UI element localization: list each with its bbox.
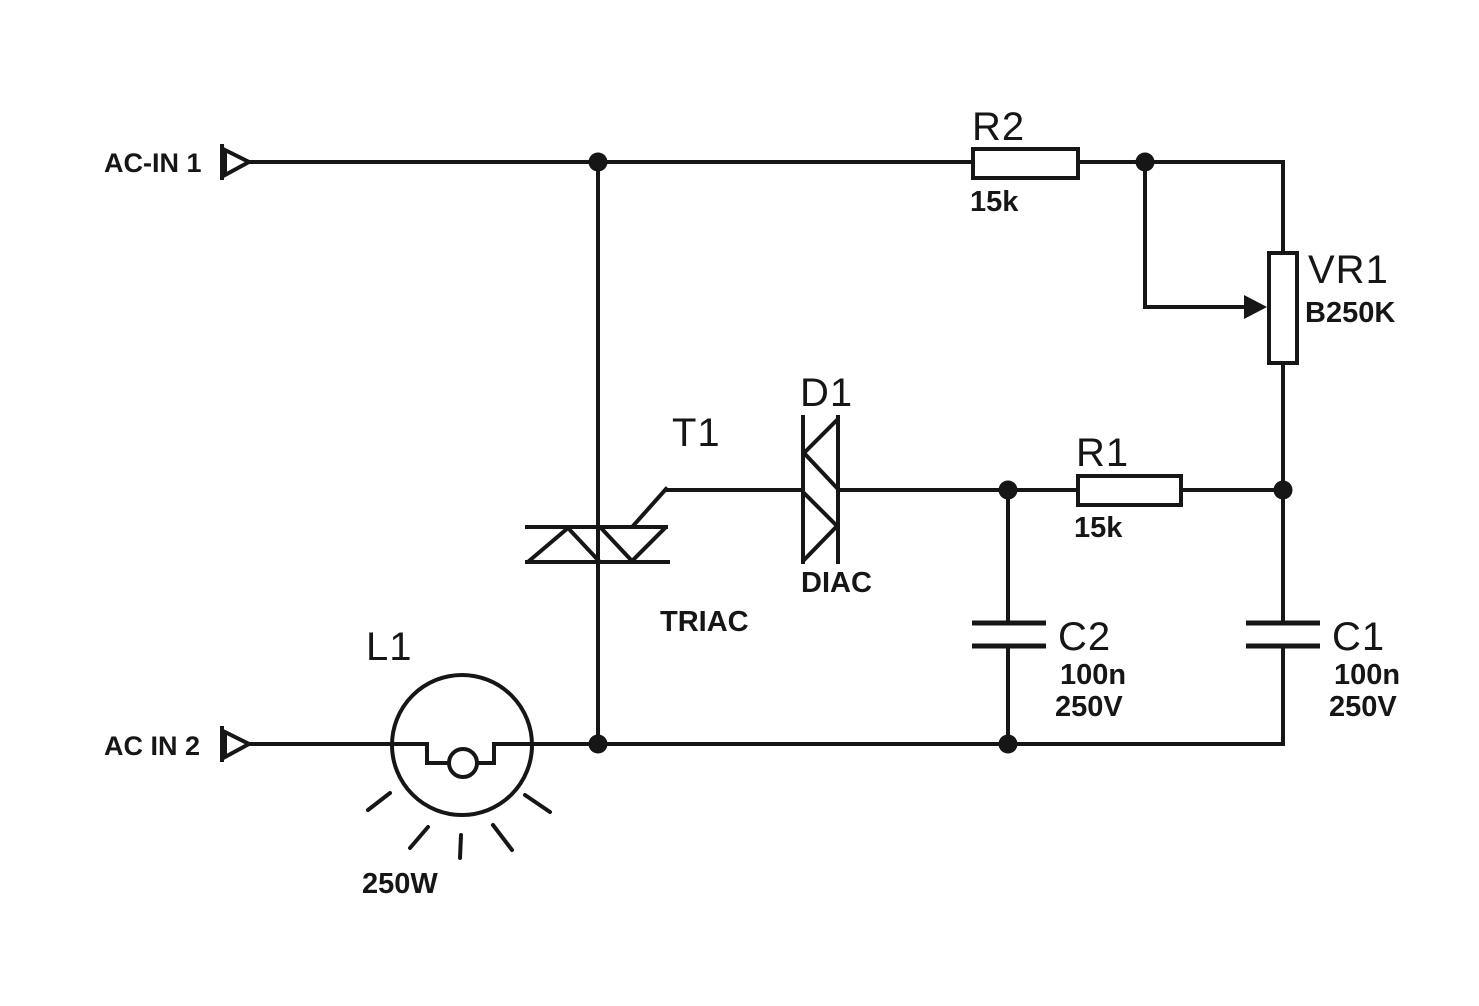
potentiometer-vr1-ref: VR1: [1308, 248, 1389, 292]
resistor-r2-ref: R2: [972, 105, 1025, 149]
ac-in-2-terminal-icon: [220, 726, 254, 762]
junction-bottom-left: [588, 734, 608, 754]
lamp-light-rays-icon: [366, 791, 552, 860]
capacitor-c2-ref: C2: [1058, 615, 1111, 659]
triac-right-triangle: [598, 525, 668, 564]
lamp-bulb-outline: [390, 673, 534, 817]
ac-in-2-label: AC IN 2: [104, 731, 200, 761]
resistor-r2: R2 15k: [970, 105, 1080, 218]
capacitor-c2: C2 100n 250V: [972, 615, 1126, 723]
junction-r1-vr1: [1273, 480, 1293, 500]
potentiometer-wiper-arrow-icon: [1244, 295, 1267, 319]
triac-t1-type: TRIAC: [660, 606, 749, 638]
lamp-l1-value: 250W: [362, 868, 438, 900]
resistor-r2-value: 15k: [970, 186, 1019, 218]
capacitor-c1-value: 100n: [1334, 659, 1400, 691]
triac-left-triangle: [526, 525, 602, 564]
capacitor-c2-value: 100n: [1060, 659, 1126, 691]
capacitor-c1-voltage: 250V: [1329, 691, 1397, 723]
resistor-r1-value: 15k: [1074, 512, 1123, 544]
junction-gate-c2: [998, 480, 1018, 500]
junction-top-right: [1135, 152, 1155, 172]
wire-net: [247, 160, 1285, 765]
ac-in-1-label: AC-IN 1: [104, 148, 202, 178]
triac-t1-ref: T1: [672, 411, 721, 455]
resistor-r2-body: [971, 147, 1080, 180]
junction-bottom-c2: [998, 734, 1018, 754]
potentiometer-vr1-body: [1267, 251, 1299, 365]
capacitor-c1: C1 100n 250V: [1246, 615, 1400, 723]
lamp-l1-ref: L1: [366, 625, 413, 669]
potentiometer-vr1: VR1 B250K: [1244, 248, 1395, 365]
triac-t1: T1 TRIAC: [525, 411, 749, 638]
diac-lower-triangle: [801, 490, 840, 563]
junction-top-left: [588, 152, 608, 172]
lamp-filament-loop: [447, 747, 479, 779]
resistor-r1: R1 15k: [1074, 431, 1183, 544]
diac-d1-ref: D1: [800, 371, 853, 415]
ac-in-1-terminal-icon: [220, 144, 254, 180]
diac-upper-triangle: [801, 417, 840, 491]
diac-d1-type: DIAC: [801, 567, 872, 599]
junction-dots: [588, 152, 1293, 754]
resistor-r1-body: [1076, 474, 1183, 507]
capacitor-c2-voltage: 250V: [1055, 691, 1123, 723]
lamp-l1: L1 250W: [362, 625, 552, 900]
diac-d1: D1 DIAC: [800, 371, 872, 599]
capacitor-c1-ref: C1: [1332, 615, 1385, 659]
resistor-r1-ref: R1: [1076, 431, 1129, 475]
potentiometer-vr1-value: B250K: [1305, 297, 1395, 329]
